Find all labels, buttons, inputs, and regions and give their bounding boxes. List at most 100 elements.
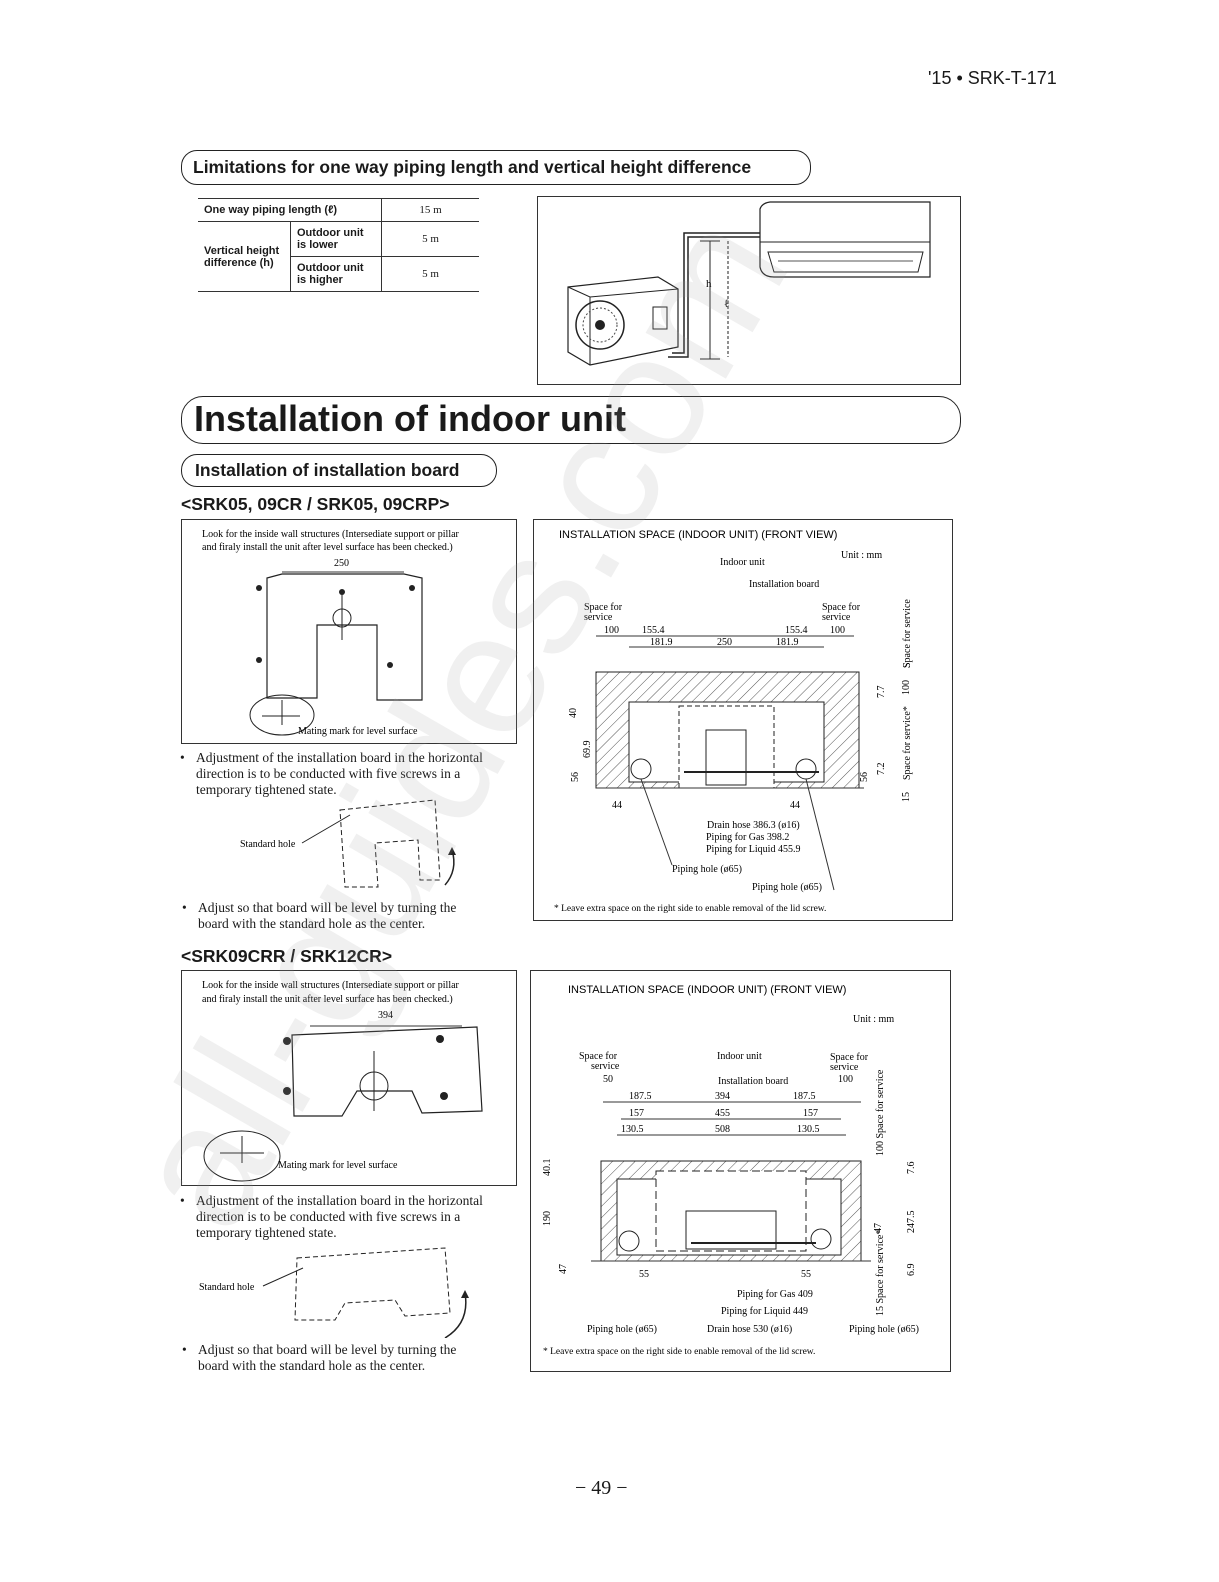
v-bot-label: 15 Space for service*: [875, 1230, 886, 1316]
hole-right-label: Piping hole (ø65): [752, 882, 822, 893]
model-a-bullet2: • Adjust so that board will be level by …: [182, 900, 488, 932]
piping-hole-left-icon: [618, 1230, 640, 1252]
board-note-line1: Look for the inside wall structures (Int…: [202, 529, 460, 540]
model-b-space-figure: INSTALLATION SPACE (INDOOR UNIT) (FRONT …: [542, 984, 919, 1357]
svg-text:50: 50: [603, 1074, 613, 1085]
model-b-rotation-figure: Standard hole: [199, 1247, 469, 1338]
model-a-bullet1: • Adjustment of the installation board i…: [180, 750, 496, 798]
svg-text:40: 40: [568, 708, 579, 718]
install-board-label: Installation board: [718, 1076, 788, 1087]
svg-text:6.9: 6.9: [906, 1264, 917, 1277]
hole-left-label: Piping hole (ø65): [672, 864, 742, 875]
svg-text:130.5: 130.5: [621, 1124, 644, 1135]
bullet-line: Adjustment of the installation board in …: [196, 750, 483, 765]
svg-text:100: 100: [604, 625, 619, 636]
svg-text:155.4: 155.4: [785, 625, 808, 636]
svg-text:47: 47: [558, 1264, 569, 1274]
standard-hole-label: Standard hole: [199, 1282, 255, 1293]
l-label: ℓ: [724, 298, 729, 310]
bullet-line: Adjustment of the installation board in …: [196, 1193, 483, 1208]
svg-text:Space for: Space for: [579, 1051, 618, 1062]
bullet-line: temporary tightened state.: [196, 1225, 337, 1240]
gas-label: Piping for Gas 409: [737, 1289, 813, 1300]
bullet-line: board with the standard hole as the cent…: [198, 916, 426, 931]
piping-figure: h ℓ: [567, 201, 931, 366]
indoor-unit-label: Indoor unit: [720, 557, 765, 568]
model-b-bullet1: • Adjustment of the installation board i…: [180, 1193, 496, 1241]
section-title-text: Installation of indoor unit: [194, 398, 626, 439]
drain-label: Drain hose 386.3 (ø16): [707, 820, 800, 831]
svg-text:service: service: [822, 612, 851, 623]
svg-text:47: 47: [873, 1223, 884, 1233]
svg-text:7.7: 7.7: [876, 686, 887, 699]
svg-text:55: 55: [639, 1269, 649, 1280]
board-note-line2: and firaly install the unit after level …: [202, 994, 453, 1005]
bullet-line: board with the standard hole as the cent…: [198, 1358, 426, 1373]
svg-text:56: 56: [859, 772, 870, 782]
svg-text:130.5: 130.5: [797, 1124, 820, 1135]
footnote: * Leave extra space on the right side to…: [543, 1346, 815, 1357]
svg-text:100: 100: [901, 680, 912, 695]
svg-text:Space for: Space for: [584, 602, 623, 613]
bullet-line: Adjust so that board will be level by tu…: [198, 900, 457, 915]
svg-text:100: 100: [830, 625, 845, 636]
model-b-board-box: Look for the inside wall structures (Int…: [181, 970, 517, 1186]
model-a-space-figure: INSTALLATION SPACE (INDOOR UNIT) (FRONT …: [554, 529, 913, 914]
mating-label: Mating mark for level surface: [298, 726, 418, 737]
liquid-label: Piping for Liquid 455.9: [706, 844, 800, 855]
svg-text:service: service: [591, 1061, 620, 1072]
svg-text:69.9: 69.9: [582, 741, 593, 759]
svg-text:181.9: 181.9: [650, 637, 673, 648]
standard-hole-label: Standard hole: [240, 839, 296, 850]
svg-text:55: 55: [801, 1269, 811, 1280]
unit-label: Unit : mm: [841, 550, 882, 561]
model-b-space-box: INSTALLATION SPACE (INDOOR UNIT) (FRONT …: [530, 970, 951, 1372]
h-label: h: [706, 278, 712, 290]
space-title: INSTALLATION SPACE (INDOOR UNIT) (FRONT …: [559, 529, 837, 541]
limits-heading: Limitations for one way piping length an…: [181, 150, 811, 185]
svg-text:187.5: 187.5: [793, 1091, 816, 1102]
svg-text:394: 394: [715, 1091, 730, 1102]
higher-value: 5 m: [381, 256, 479, 292]
model-a-board-box: Look for the inside wall structures (Int…: [181, 519, 517, 744]
svg-text:455: 455: [715, 1108, 730, 1119]
page-number: − 49 −: [575, 1477, 628, 1499]
length-value: 15 m: [381, 198, 479, 222]
fan-icon: [575, 300, 625, 350]
bullet-line: Adjust so that board will be level by tu…: [198, 1342, 457, 1357]
board-dim: 250: [334, 558, 349, 569]
model-b-bullet2: • Adjust so that board will be level by …: [182, 1342, 488, 1374]
svg-text:157: 157: [629, 1108, 644, 1119]
svg-text:service: service: [584, 612, 613, 623]
board-note-line2: and firaly install the unit after level …: [202, 542, 453, 553]
bullet-line: direction is to be conducted with five s…: [196, 766, 461, 781]
board-outline: [291, 1026, 483, 1117]
subsection-title: Installation of installation board: [181, 454, 497, 487]
limits-heading-text: Limitations for one way piping length an…: [193, 157, 752, 177]
model-b-heading: <SRK09CRR / SRK12CR>: [181, 946, 393, 966]
svg-text:service: service: [830, 1062, 859, 1073]
lower-value: 5 m: [381, 221, 479, 257]
mating-mark-icon: [203, 1130, 281, 1182]
model-a-board-figure: Look for the inside wall structures (Int…: [202, 529, 460, 737]
svg-text:S: S: [902, 662, 913, 668]
hole-right-label: Piping hole (ø65): [849, 1324, 919, 1335]
vertical-label: Vertical height difference (h): [198, 221, 291, 292]
footnote: * Leave extra space on the right side to…: [554, 903, 826, 914]
space-title: INSTALLATION SPACE (INDOOR UNIT) (FRONT …: [568, 984, 846, 996]
svg-text:190: 190: [542, 1211, 553, 1226]
liquid-label: Piping for Liquid 449: [721, 1306, 808, 1317]
svg-text:56: 56: [570, 772, 581, 782]
section-title: Installation of indoor unit: [181, 396, 961, 444]
svg-text:Space for: Space for: [830, 1052, 869, 1063]
table-row: One way piping length (ℓ) 15 m: [198, 198, 479, 222]
v-space-bot-label: Space for service*: [902, 706, 913, 780]
higher-label: Outdoor unit is higher: [290, 256, 382, 292]
piping-hole-right-icon: [810, 1228, 832, 1250]
limits-table: One way piping length (ℓ) 15 m Vertical …: [198, 198, 479, 292]
mating-label: Mating mark for level surface: [278, 1160, 398, 1171]
v-top-label: 100 Space for service: [875, 1069, 886, 1156]
svg-text:508: 508: [715, 1124, 730, 1135]
svg-text:7.2: 7.2: [876, 763, 887, 776]
svg-text:15: 15: [901, 792, 912, 802]
